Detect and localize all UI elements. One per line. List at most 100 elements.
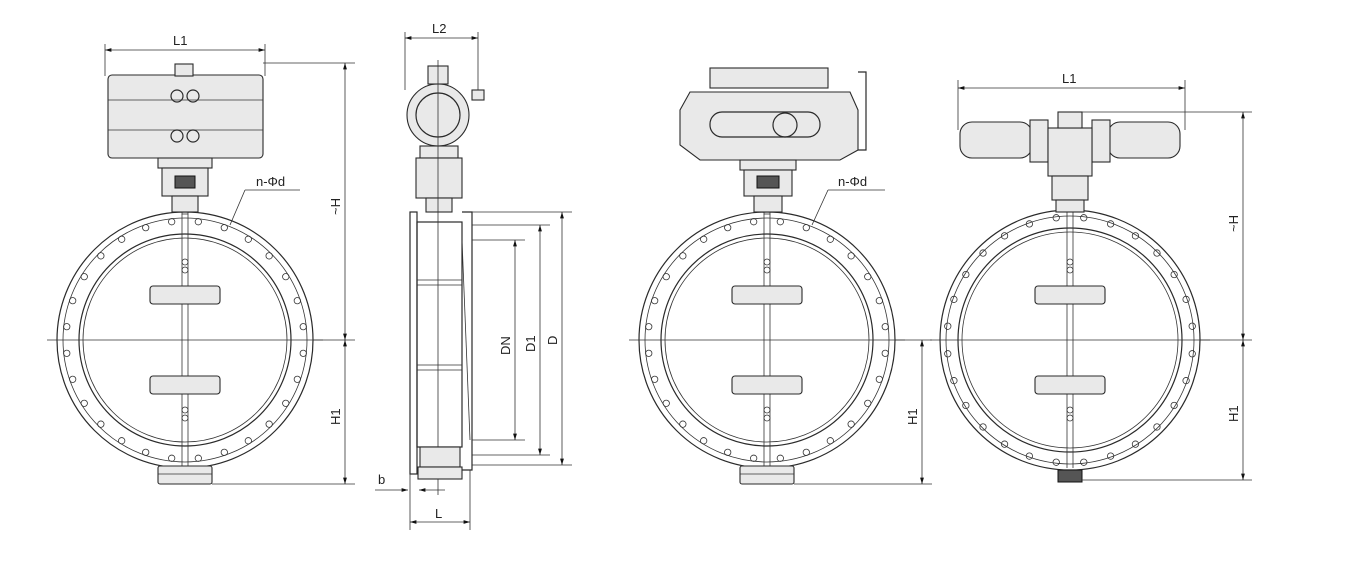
bolt-hole	[881, 323, 889, 331]
bolt-hole	[1000, 232, 1009, 240]
bolt-hole	[724, 448, 732, 456]
bolt-hole	[847, 252, 855, 260]
bolt-hole	[679, 252, 687, 260]
dim-dn: DN	[498, 336, 513, 355]
view-side: L2 DN D1 D b L	[375, 21, 572, 530]
bolt-hole	[881, 349, 889, 357]
bolt-hole	[944, 322, 952, 330]
dim-b: b	[378, 472, 385, 487]
bolt-hole	[194, 218, 202, 226]
bolt-hole	[63, 323, 71, 331]
bolt-hole	[63, 349, 71, 357]
bolt-hole	[168, 454, 176, 462]
bolt-hole	[220, 224, 228, 232]
bolt-hole	[802, 224, 810, 232]
bolt-hole	[1052, 458, 1060, 466]
bolt-hole	[651, 375, 659, 383]
bolt-hole	[1170, 401, 1178, 410]
bolt-hole	[864, 399, 872, 407]
bolt-hole	[282, 273, 290, 281]
bolt-hole	[700, 437, 708, 445]
bolt-hole	[802, 448, 810, 456]
bottom-stub	[157, 465, 213, 485]
disc-lug	[149, 375, 221, 395]
bolt-hole	[1025, 220, 1033, 228]
bolt-hole	[962, 270, 970, 279]
view-electric-front: n-Φd H1	[629, 67, 932, 485]
bolt-hole	[724, 224, 732, 232]
disc-lug	[1034, 375, 1106, 395]
bolt-hole	[1107, 452, 1115, 460]
bolt-hole	[679, 420, 687, 428]
bolt-hole	[864, 273, 872, 281]
dim-h: ~H	[328, 198, 343, 215]
dim-h: ~H	[1226, 215, 1241, 232]
bolt-hole	[662, 399, 670, 407]
bolt-hole	[979, 249, 987, 257]
bolt-hole	[1170, 270, 1178, 279]
disc-lug	[731, 375, 803, 395]
bolt-hole	[950, 295, 958, 303]
bolt-hole	[645, 323, 653, 331]
bolt-hole	[1188, 350, 1196, 358]
bolt-hole	[875, 375, 883, 383]
bolt-hole	[293, 297, 301, 305]
bolt-hole	[750, 454, 758, 462]
cylinder-right	[1107, 121, 1181, 159]
bolt-hole	[299, 349, 307, 357]
bolt-hole	[168, 218, 176, 226]
bolt-hole	[1188, 322, 1196, 330]
view-pneumatic-top: L1 ~H H1	[930, 71, 1252, 483]
bolt-hole	[299, 323, 307, 331]
dim-l1: L1	[173, 33, 187, 48]
bolt-hole	[979, 423, 987, 431]
bolt-hole	[826, 437, 834, 445]
bolt-hole	[700, 235, 708, 243]
bolt-hole	[142, 224, 150, 232]
bolt-hole	[1153, 423, 1161, 431]
bolt-hole	[1131, 232, 1140, 240]
dim-h1: H1	[1226, 405, 1241, 422]
bolt-hole	[1052, 214, 1060, 222]
bolt-hole	[645, 349, 653, 357]
bolt-hole	[80, 273, 88, 281]
bolt-hole	[1080, 214, 1088, 222]
dim-l1: L1	[1062, 71, 1076, 86]
bolt-hole	[950, 377, 958, 385]
bolt-hole	[265, 420, 273, 428]
bolt-hole	[293, 375, 301, 383]
bolt-hole	[244, 235, 252, 243]
bolt-hole	[651, 297, 659, 305]
bolt-hole	[97, 420, 105, 428]
cylinder-left	[959, 121, 1033, 159]
bolt-hole	[776, 454, 784, 462]
bolt-hole	[1080, 458, 1088, 466]
bolt-hole	[118, 437, 126, 445]
bolt-hole	[97, 252, 105, 260]
bolt-hole	[750, 218, 758, 226]
bolt-hole	[847, 420, 855, 428]
bolt-hole	[944, 350, 952, 358]
bolt-hole	[662, 273, 670, 281]
bolt-hole	[1182, 295, 1190, 303]
bolt-hole	[80, 399, 88, 407]
bolt-hole	[826, 235, 834, 243]
dim-h1: H1	[328, 408, 343, 425]
disc-lug	[1034, 285, 1106, 305]
bolt-hole	[220, 448, 228, 456]
dim-l2: L2	[432, 21, 446, 36]
bolt-hole	[1025, 452, 1033, 460]
bolt-hole	[265, 252, 273, 260]
dim-d: D	[545, 336, 560, 345]
view-pneumatic-front: L1 ~H H1 n-Φd	[47, 33, 355, 485]
disc-lug	[149, 285, 221, 305]
bolt-hole	[69, 375, 77, 383]
bolt-holes-label: n-Φd	[256, 174, 285, 189]
dim-h1: H1	[905, 408, 920, 425]
bolt-hole	[1107, 220, 1115, 228]
bolt-hole	[1000, 440, 1009, 448]
bolt-hole	[776, 218, 784, 226]
dim-d1: D1	[523, 335, 538, 352]
bolt-hole	[1131, 440, 1140, 448]
